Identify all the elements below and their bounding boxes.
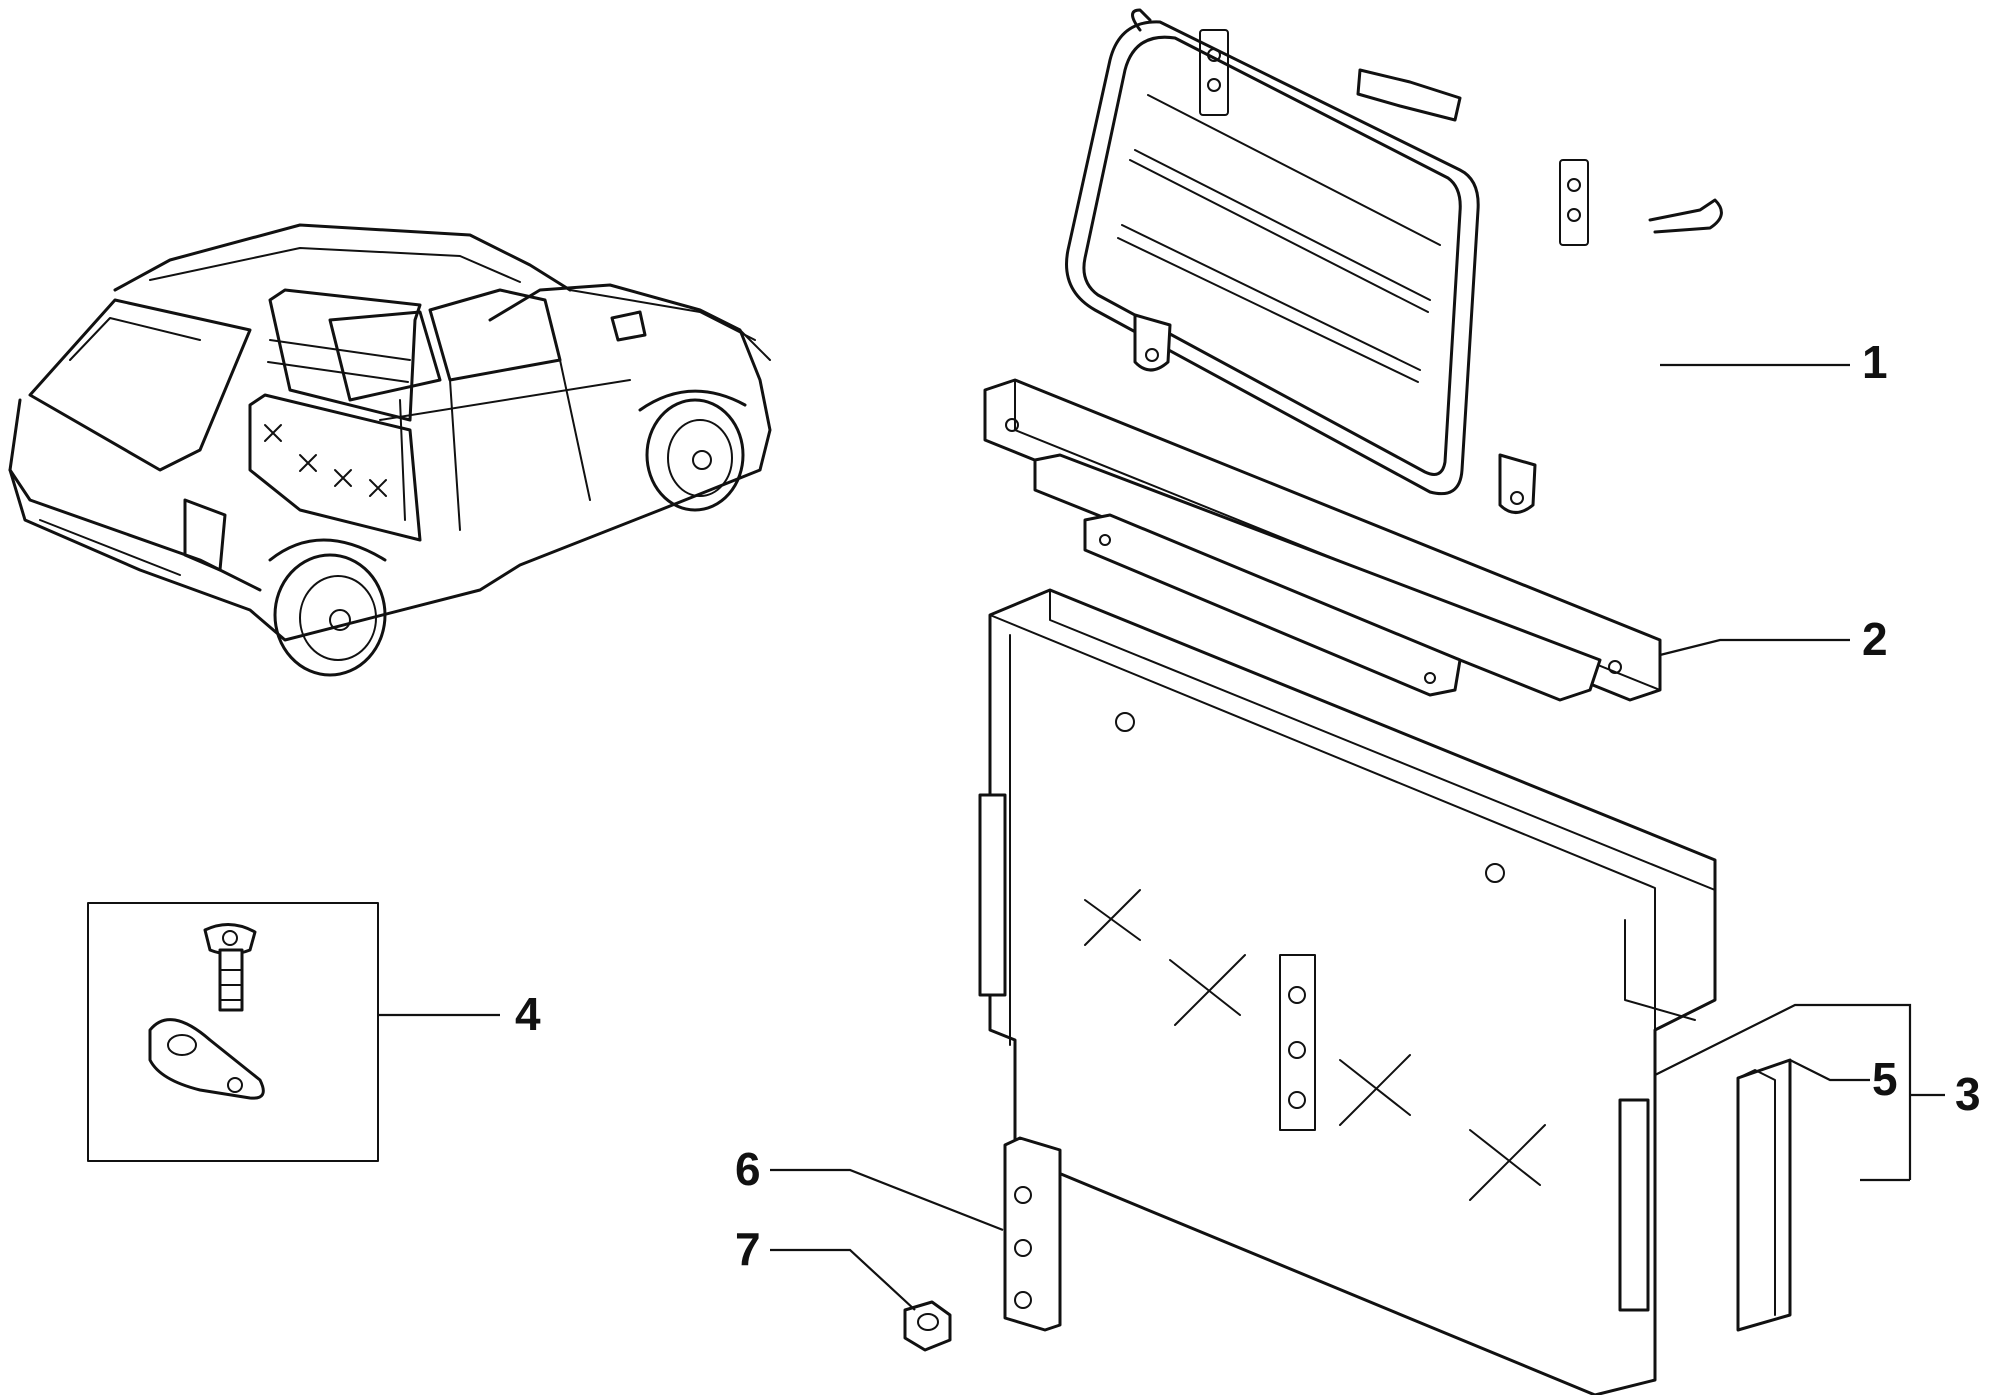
part-1-grille-frame [1065,8,1723,514]
part-4-inset-box [87,902,379,1162]
callout-1: 1 [1862,336,1888,388]
part-2-rails [983,378,1662,702]
part-6-plate [1003,1136,1062,1332]
callout-7: 7 [735,1223,761,1275]
callout-3: 3 [1955,1068,1981,1120]
leader-lines [378,363,1945,1311]
callout-4: 4 [515,988,541,1040]
part-5-end-cap [1736,1058,1792,1332]
callout-6: 6 [735,1143,761,1195]
car-illustration [8,223,772,677]
callout-5: 5 [1872,1053,1898,1105]
part-3-board [978,588,1717,1395]
part-7-nut [903,1300,952,1352]
callout-2: 2 [1862,613,1888,665]
part-4-fastener-kit [87,902,379,1162]
